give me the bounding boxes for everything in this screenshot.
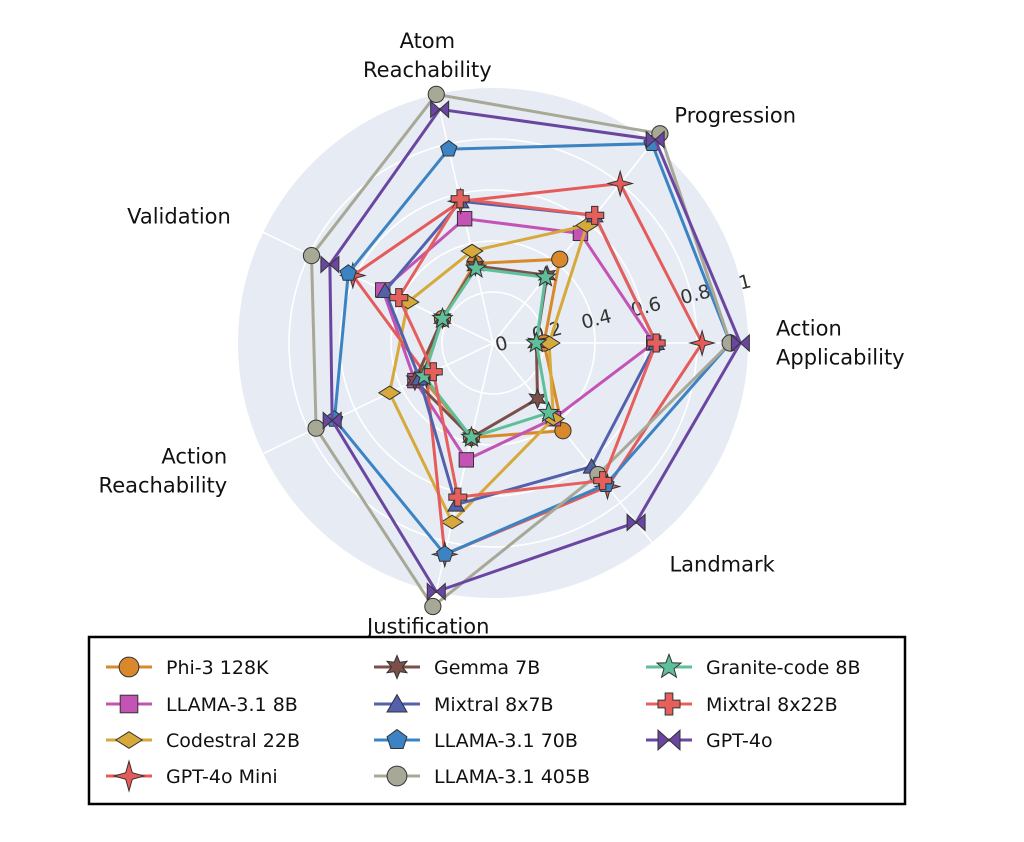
data-point xyxy=(458,452,475,468)
data-point xyxy=(534,265,557,287)
data-point xyxy=(320,255,340,274)
legend-label: Mixtral 8x7B xyxy=(434,694,554,716)
legend-item-mixtral-8x7b: Mixtral 8x7B xyxy=(374,693,554,716)
series-codestral-22b xyxy=(377,218,599,530)
legend-label: Codestral 22B xyxy=(166,730,300,752)
legend-label: Gemma 7B xyxy=(434,657,540,679)
grid-spoke xyxy=(492,342,653,543)
legend-item-codestral-22b: Codestral 22B xyxy=(106,730,300,752)
data-point xyxy=(460,425,483,448)
legend-marker xyxy=(119,694,139,714)
legend-item-granite-code-8b: Granite-code 8B xyxy=(646,652,860,679)
data-point xyxy=(436,545,454,562)
legend-marker xyxy=(655,652,683,679)
radial-tick-label: 1 xyxy=(736,270,753,294)
grid-spoke xyxy=(492,143,653,344)
data-point xyxy=(551,250,569,268)
legend-item-llama-3-1-8b: LLAMA-3.1 8B xyxy=(106,694,298,716)
data-point xyxy=(626,513,646,532)
axis-label-justification: Justification xyxy=(365,615,489,639)
data-point xyxy=(646,333,666,353)
grid-spoke xyxy=(262,342,494,455)
data-point xyxy=(585,205,605,225)
legend-marker xyxy=(386,765,408,787)
data-point xyxy=(645,130,665,149)
data-point xyxy=(377,385,402,401)
data-point xyxy=(448,487,468,507)
data-point xyxy=(554,422,572,440)
data-point xyxy=(322,411,342,430)
series-line xyxy=(309,92,732,609)
data-point xyxy=(426,582,446,601)
data-point xyxy=(430,100,450,119)
legend-label: GPT-4o Mini xyxy=(166,766,278,788)
data-point xyxy=(537,400,560,423)
data-point xyxy=(456,210,473,227)
radial-tick-label: 0 xyxy=(493,332,510,356)
legend-item-llama-3-1-70b: LLAMA-3.1 70B xyxy=(374,728,578,752)
data-point xyxy=(460,243,484,259)
legend-label: GPT-4o xyxy=(706,730,773,752)
legend-marker xyxy=(114,731,144,749)
series-line xyxy=(397,197,658,499)
data-point xyxy=(375,282,395,299)
data-point xyxy=(688,329,717,357)
series-line xyxy=(332,142,732,556)
legend-label: Granite-code 8B xyxy=(706,657,860,679)
data-point xyxy=(525,331,548,353)
data-point xyxy=(423,362,443,382)
data-point xyxy=(730,333,750,353)
legend-label: LLAMA-3.1 70B xyxy=(434,730,578,752)
data-point xyxy=(307,419,325,437)
legend-marker xyxy=(386,693,408,713)
legend-box xyxy=(87,635,907,806)
data-point xyxy=(450,189,470,209)
series-line xyxy=(422,266,551,439)
data-point xyxy=(339,264,357,281)
axis-label-progression: Progression xyxy=(674,103,796,127)
data-point xyxy=(440,139,458,157)
legend-item-gpt-4o: GPT-4o xyxy=(646,728,773,752)
data-point xyxy=(606,169,635,198)
series-gpt-4o xyxy=(320,100,750,601)
data-point xyxy=(424,597,442,616)
legend: Phi-3 128K LLAMA-3.1 8B Codestral 22B GPT-4… xyxy=(87,635,907,806)
legend-label: Mixtral 8x22B xyxy=(706,694,838,716)
legend-marker xyxy=(385,654,409,680)
data-point xyxy=(464,256,488,278)
axis-label-landmark: Landmark xyxy=(669,552,775,576)
legend-label: LLAMA-3.1 8B xyxy=(166,694,298,716)
data-point xyxy=(440,514,464,530)
data-point xyxy=(575,218,599,233)
series-line xyxy=(351,182,704,556)
legend-item-phi-3-128k: Phi-3 128K xyxy=(106,656,269,679)
legend-marker xyxy=(112,759,146,793)
legend-marker xyxy=(657,692,681,716)
data-point xyxy=(431,306,454,329)
data-point xyxy=(389,288,409,308)
legend-label: Phi-3 128K xyxy=(166,657,269,679)
data-point xyxy=(593,471,613,491)
legend-marker xyxy=(386,728,408,749)
axis-label-validation: Validation xyxy=(127,205,231,229)
data-point xyxy=(427,85,445,103)
legend-item-mixtral-8x22b: Mixtral 8x22B xyxy=(646,692,838,716)
data-point xyxy=(302,246,321,265)
legend-item-llama-3-1-405b: LLAMA-3.1 405B xyxy=(374,765,590,788)
legend-marker xyxy=(657,728,681,752)
series-mixtral-8x22b xyxy=(389,189,666,507)
legend-item-gemma-7b: Gemma 7B xyxy=(374,654,540,680)
series-line xyxy=(328,107,742,594)
legend-marker xyxy=(118,656,140,678)
legend-item-gpt-4o-mini: GPT-4o Mini xyxy=(106,759,278,793)
series-line xyxy=(388,223,589,524)
legend-label: LLAMA-3.1 405B xyxy=(434,766,590,788)
